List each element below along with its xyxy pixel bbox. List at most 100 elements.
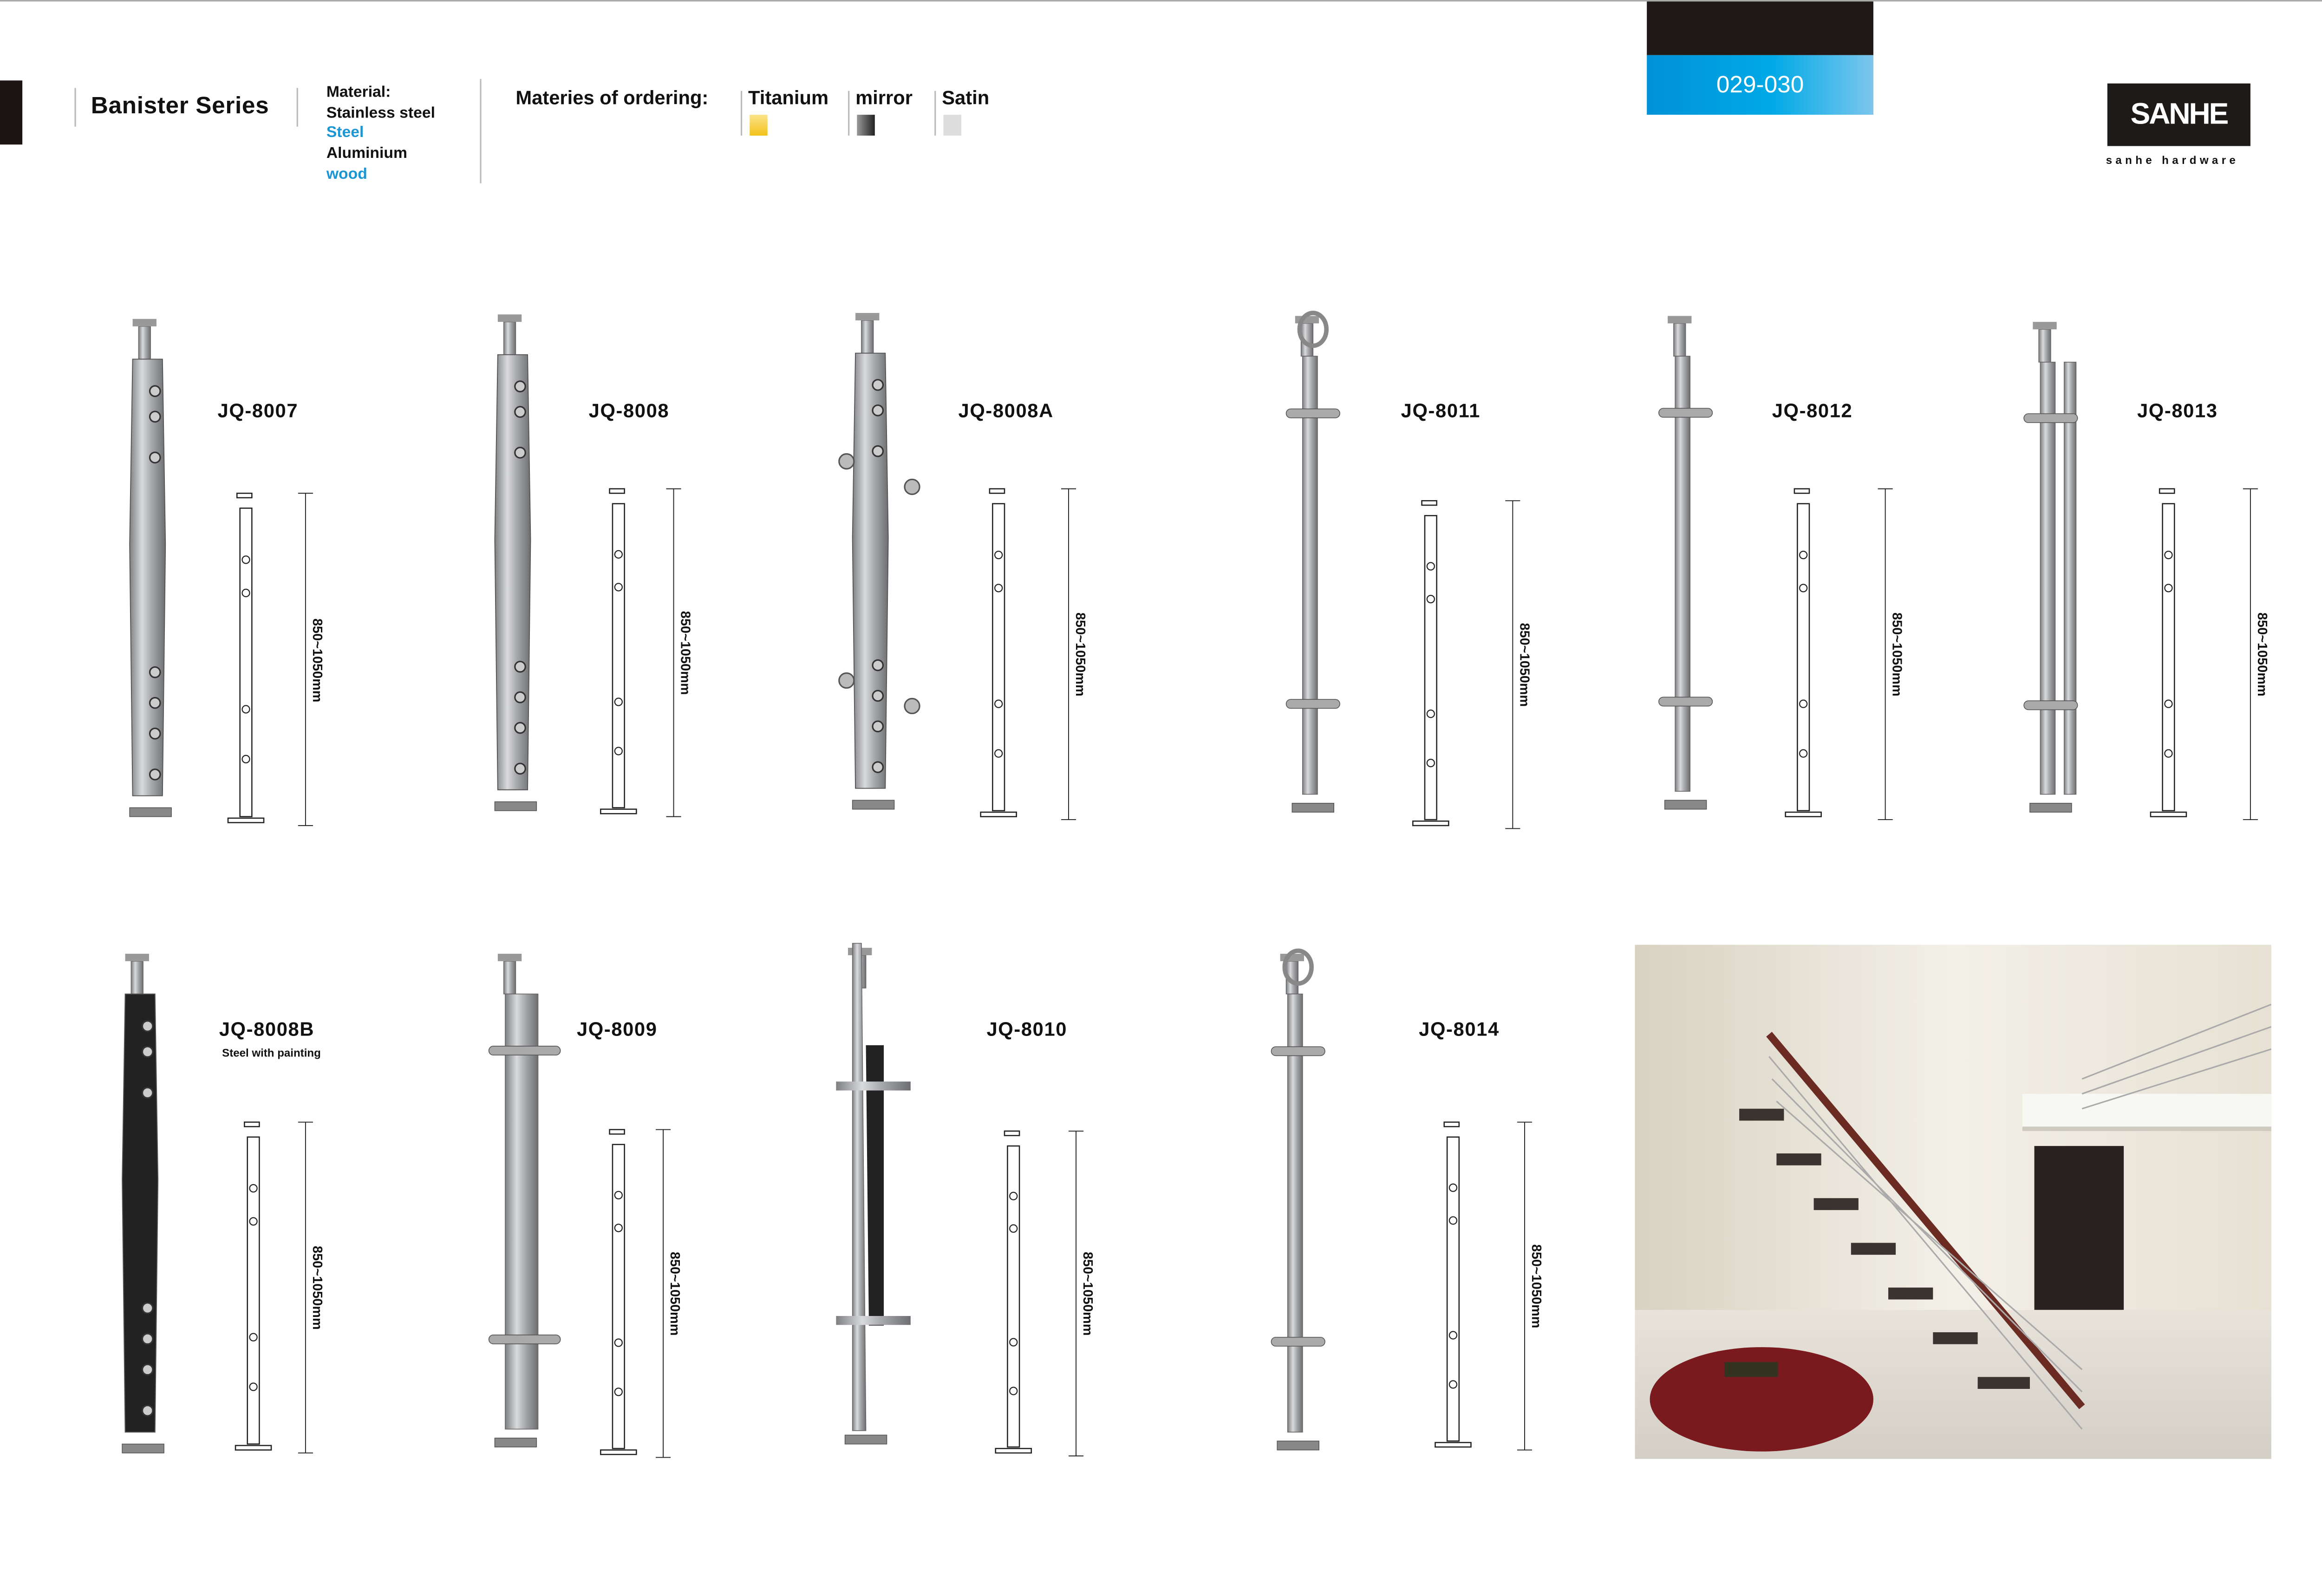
- drawing-base: [2150, 811, 2187, 817]
- photo-table: [1724, 1362, 1778, 1377]
- drawing-hole: [1799, 749, 1808, 758]
- post-top-stem: [138, 326, 151, 360]
- post-top-stem: [1673, 323, 1686, 357]
- handrail-saddle: [855, 313, 880, 320]
- drawing-saddle: [1004, 1130, 1020, 1136]
- divider: [740, 91, 743, 136]
- drawing-saddle: [2159, 488, 2175, 494]
- drawing-post: [239, 508, 253, 817]
- rod-holder-icon: [1271, 1336, 1325, 1347]
- drawing-hole: [1426, 758, 1435, 768]
- post-render: [122, 953, 164, 1453]
- handrail-ring: [1297, 311, 1329, 348]
- glass-clamp-icon: [141, 1333, 154, 1345]
- product-code: JQ-8009: [576, 1017, 658, 1041]
- page-number-block: 029-030: [1647, 1, 1873, 115]
- glass-clamp-icon: [838, 672, 855, 689]
- post-render: [2023, 322, 2078, 813]
- glass-clamp-icon: [872, 659, 884, 671]
- rod-holder-icon: [1658, 697, 1713, 707]
- technical-drawing: [227, 492, 265, 823]
- sanhe-logo: SANHE: [2107, 83, 2250, 146]
- drawing-hole: [994, 699, 1003, 708]
- drawing-post: [247, 1136, 260, 1445]
- height-dimension: 850~1050mm: [2255, 612, 2270, 697]
- drawing-hole: [2164, 749, 2173, 758]
- drawing-hole: [241, 588, 250, 598]
- drawing-base: [995, 1448, 1032, 1454]
- technical-drawing: [235, 1121, 272, 1451]
- post-top-stem: [503, 321, 516, 355]
- drawing-saddle: [1421, 500, 1437, 506]
- handrail-saddle: [497, 314, 522, 322]
- drawing-hole: [1799, 699, 1808, 708]
- drawing-base: [600, 808, 637, 814]
- post-body: [1287, 993, 1303, 1433]
- drawing-hole: [2164, 699, 2173, 708]
- drawing-base: [1435, 1442, 1472, 1448]
- height-dimension: 850~1050mm: [667, 1251, 683, 1336]
- dimension-line: [1068, 1130, 1084, 1457]
- glass-clamp-icon: [514, 380, 526, 392]
- technical-drawing: [1785, 488, 1822, 817]
- drawing-post: [2162, 503, 2175, 812]
- drawing-hole: [249, 1382, 258, 1391]
- glass-clamp-icon: [141, 1087, 154, 1099]
- drawing-hole: [241, 755, 250, 763]
- technical-drawing: [1435, 1121, 1472, 1448]
- drawing-post: [1007, 1145, 1020, 1448]
- product-code: JQ-8007: [217, 399, 299, 422]
- technical-drawing: [600, 488, 637, 814]
- post-body: [852, 352, 889, 789]
- drawing-hole: [614, 1191, 623, 1199]
- drawing-post: [992, 503, 1005, 812]
- material-label: Material:: [326, 83, 391, 102]
- height-dimension: 850~1050mm: [1073, 612, 1088, 697]
- drawing-base: [1785, 811, 1822, 817]
- product-code: JQ-8008A: [958, 399, 1054, 422]
- dimension-line: [2243, 488, 2258, 821]
- drawing-saddle: [1794, 488, 1810, 494]
- post-top-stem: [861, 320, 874, 354]
- glass-clamp-icon: [514, 446, 526, 459]
- glass-clamp-icon: [838, 453, 855, 470]
- divider: [848, 91, 850, 136]
- glass-clamp-icon: [514, 406, 526, 418]
- post-body-second: [2063, 362, 2077, 795]
- glass-clamp-icon: [141, 1404, 154, 1417]
- material-item: Aluminium: [326, 144, 407, 163]
- glass-clamp-icon: [141, 1302, 154, 1314]
- logo-subtitle: sanhe hardware: [2106, 153, 2239, 167]
- drawing-post: [612, 1144, 625, 1449]
- drawing-hole: [614, 583, 623, 592]
- glass-clamp-icon: [904, 697, 920, 715]
- page-range: 029-030: [1647, 55, 1873, 115]
- handrail-saddle: [2033, 322, 2057, 330]
- material-item: wood: [326, 165, 367, 183]
- drawing-hole: [1009, 1224, 1018, 1233]
- post-base: [494, 1438, 537, 1447]
- divider: [934, 91, 936, 136]
- drawing-post: [612, 503, 625, 808]
- post-body: [852, 943, 867, 1431]
- dimension-line: [666, 488, 681, 817]
- drawing-hole: [1426, 594, 1435, 604]
- post-body: [1302, 356, 1318, 795]
- divider: [480, 79, 482, 183]
- product-code: JQ-8008B: [219, 1017, 315, 1041]
- glass-clamp-icon: [836, 1316, 911, 1325]
- finish-mirror: mirror: [855, 86, 913, 109]
- drawing-hole: [614, 550, 623, 559]
- drawing-saddle: [609, 1129, 625, 1135]
- post-body: [494, 354, 531, 790]
- glass-clamp-icon: [514, 722, 526, 734]
- drawing-hole: [2164, 584, 2173, 593]
- glass-clamp-icon: [514, 691, 526, 704]
- post-top-stem: [503, 961, 516, 995]
- post-base: [2029, 802, 2072, 813]
- photo-landing: [2022, 1094, 2271, 1131]
- glass-clamp-icon: [514, 660, 526, 673]
- drawing-saddle: [1443, 1121, 1460, 1127]
- product-code: JQ-8012: [1772, 399, 1853, 422]
- drawing-hole: [1799, 550, 1808, 560]
